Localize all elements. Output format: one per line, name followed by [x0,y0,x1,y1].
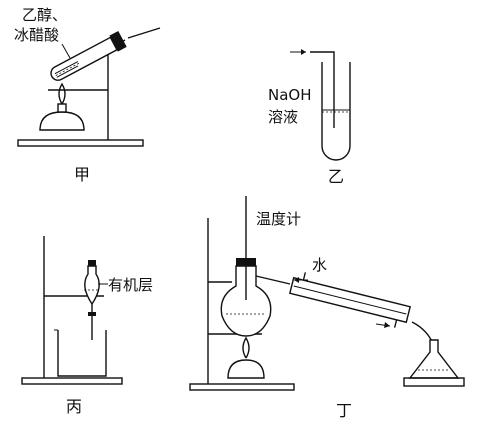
caption-yi: 乙 [328,167,344,186]
test-tube-jia [50,30,127,81]
reagent-label-line1: 乙醇、 [22,6,67,24]
thermometer-label: 温度计 [256,210,301,228]
flame-ding [242,336,250,359]
separatory-funnel-bing [84,265,100,306]
alcohol-lamp-ding [227,359,265,379]
stand-base-jia [17,139,144,147]
flask-stand-ding [403,377,465,387]
apparatus-ding: 温度计 水 丁 [189,196,465,420]
flame-jia [58,82,66,105]
water-label: 水 [312,256,327,274]
distillation-flask-ding [220,265,272,337]
stand-base-ding [189,383,295,391]
reagent-label-line2: 冰醋酸 [14,26,59,44]
condenser-ding [288,272,412,328]
stand-base-bing [21,377,123,385]
test-tube-yi [321,62,351,161]
beaker-bing [57,330,107,377]
alcohol-lamp-jia [39,111,85,131]
caption-bing: 丙 [66,397,82,416]
conical-flask-ding [408,339,460,379]
caption-jia: 甲 [74,165,90,184]
organic-layer-label: 有机层 [108,276,153,294]
solution-label-line1: NaOH [268,86,312,104]
apparatus-yi: NaOH 溶液 乙 [268,49,351,186]
delivery-tube-jia [127,27,161,39]
apparatus-bing: 有机层 丙 [21,236,153,416]
apparatus-jia: 乙醇、 冰醋酸 甲 [14,6,161,184]
delivery-tube-yi [310,51,335,128]
solution-label-line2: 溶液 [268,108,298,126]
caption-ding: 丁 [336,401,352,420]
